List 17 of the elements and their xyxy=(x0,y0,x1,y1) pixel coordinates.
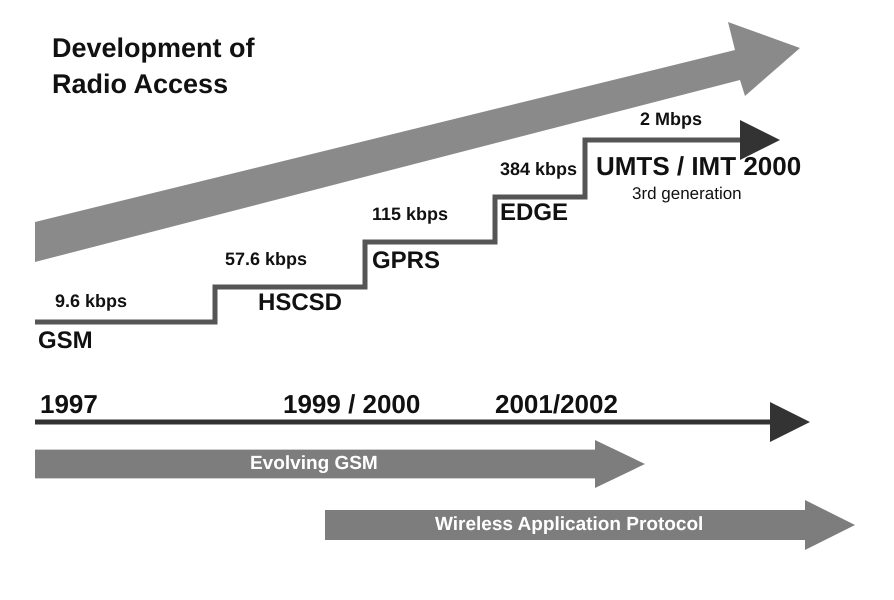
arrow-label: Wireless Application Protocol xyxy=(435,515,704,534)
standard-label: GSM xyxy=(38,328,93,354)
standard-label: EDGE xyxy=(500,200,568,226)
standard-label: GPRS xyxy=(372,248,440,274)
year-label: 1997 xyxy=(40,390,98,419)
rate-label: 115 kbps xyxy=(372,205,448,225)
year-label: 1999 / 2000 xyxy=(283,390,420,419)
rate-label: 9.6 kbps xyxy=(55,292,128,312)
standard-label: HSCSD xyxy=(258,290,342,316)
year-label: 2001/2002 xyxy=(495,390,618,419)
rate-label: 57.6 kbps xyxy=(225,250,308,270)
arrow-label: Evolving GSM xyxy=(250,454,378,473)
rate-label: 384 kbps xyxy=(500,160,578,180)
standard-label: UMTS / IMT 2000 xyxy=(596,152,802,181)
rate-label: 2 Mbps xyxy=(640,110,702,130)
generation-label: 3rd generation xyxy=(632,185,742,204)
title: Development of Radio Access xyxy=(52,32,256,102)
